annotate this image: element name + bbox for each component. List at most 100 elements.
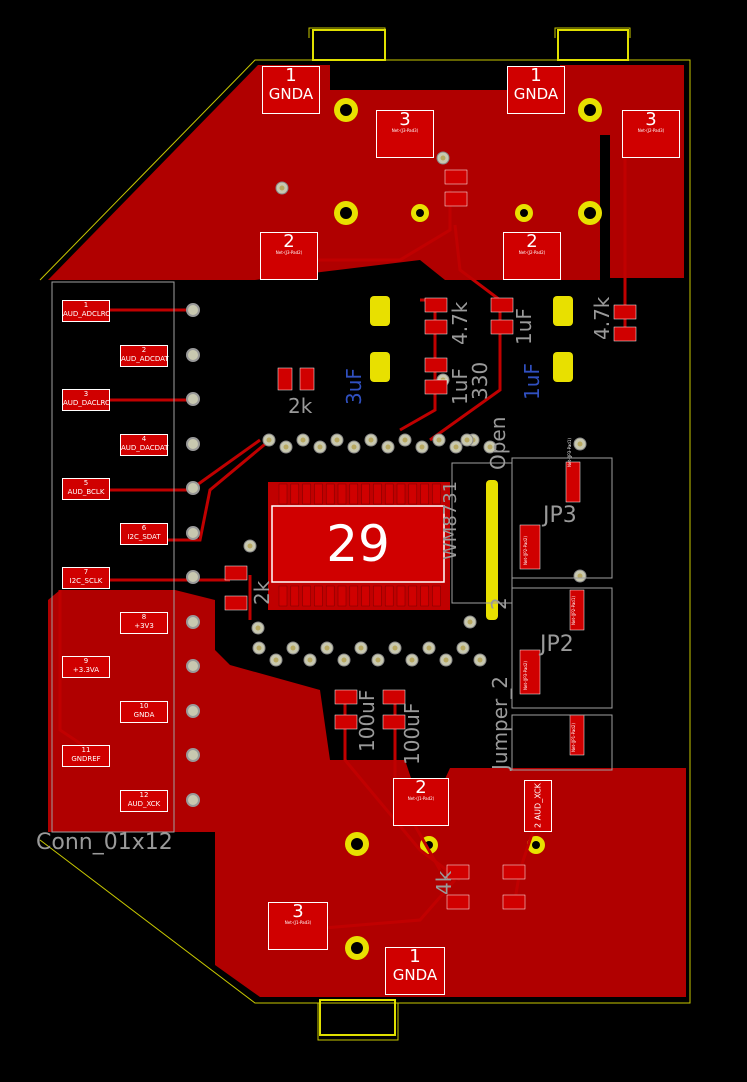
ic-pin-top xyxy=(349,483,359,505)
connector-through-hole xyxy=(186,481,200,495)
via-hole xyxy=(273,657,279,663)
connector-through-hole xyxy=(186,748,200,762)
connector-outline xyxy=(51,281,175,833)
net-jp2-a: Net-(JP2-Pad1) xyxy=(571,596,576,625)
via-hole xyxy=(426,645,432,651)
ic-pin-top xyxy=(408,483,418,505)
silk-r-4k: 4k xyxy=(432,870,456,895)
via-hole xyxy=(256,645,262,651)
ic-pin-top xyxy=(314,483,323,505)
ic-pin-bottom xyxy=(302,585,311,607)
ic-pin-bottom xyxy=(290,585,300,607)
ic-pin-top xyxy=(384,483,394,505)
connector-through-hole xyxy=(186,614,200,629)
ic-pin-bottom xyxy=(349,585,359,607)
connector-ref-label: Conn_01x12 xyxy=(36,830,173,855)
ic-pin-bottom xyxy=(373,585,382,607)
via-hole xyxy=(375,657,381,663)
silk-r-330: 330 xyxy=(468,361,492,400)
via-hole xyxy=(255,625,261,631)
via-hole xyxy=(436,437,442,443)
via-hole xyxy=(317,444,323,450)
via-hole xyxy=(392,645,398,651)
silk-jp2: JP2 xyxy=(540,632,574,657)
via-hole xyxy=(487,444,493,450)
ic-pin-top xyxy=(396,483,406,505)
silk-jp3: JP3 xyxy=(543,503,577,528)
silk-r-2k-top: 2k xyxy=(288,394,313,418)
ic-pin-bottom xyxy=(408,585,418,607)
ic-pin-bottom xyxy=(396,585,406,607)
ic-pin-top xyxy=(420,483,429,505)
via-hole xyxy=(283,444,289,450)
silk-r-4k7-a: 4.7k xyxy=(448,301,472,345)
jack-housings xyxy=(312,29,629,1036)
ic-pin-bottom xyxy=(337,585,347,607)
jumper-outlines xyxy=(451,457,613,771)
via-hole xyxy=(385,444,391,450)
via-hole xyxy=(279,185,285,191)
silk-r-2k-left: 2k xyxy=(250,580,274,605)
connector-through-hole xyxy=(186,703,200,718)
silk-c-1uf-a: 1uF xyxy=(512,308,536,345)
connector-through-hole xyxy=(186,792,200,807)
ic-pin-top xyxy=(278,483,288,505)
ic-pin-bottom xyxy=(361,585,370,607)
silk-c-3uf: 3uF xyxy=(342,368,366,405)
silk-c-100uf-b: 100uF xyxy=(400,702,424,765)
ic-pin-bottom xyxy=(384,585,394,607)
traces xyxy=(58,130,627,932)
silk-c-1uf-c: 1uF xyxy=(520,363,544,400)
ic-pin-bottom xyxy=(420,585,429,607)
via-hole xyxy=(402,437,408,443)
ic-pin-top xyxy=(337,483,347,505)
via-hole xyxy=(467,619,473,625)
silk-jumper-open: Open xyxy=(486,416,510,470)
ic-pin-top xyxy=(325,483,335,505)
via-hole xyxy=(290,645,296,651)
via-hole xyxy=(453,444,459,450)
via-hole xyxy=(341,657,347,663)
connector-through-hole xyxy=(186,347,200,362)
net-r-top: Net-(JP3-Pad2) xyxy=(523,661,528,690)
via-hole xyxy=(477,657,483,663)
via-hole xyxy=(368,437,374,443)
ic-pin-top xyxy=(432,483,441,505)
via-hole xyxy=(334,437,340,443)
silk-jumper-2: 2 xyxy=(487,597,511,610)
via-hole xyxy=(419,444,425,450)
via-hole xyxy=(358,645,364,651)
connector-through-hole xyxy=(186,303,200,317)
ic-pin-bottom xyxy=(314,585,323,607)
via-hole xyxy=(409,657,415,663)
connector-through-hole xyxy=(186,525,200,540)
ic-pin-top xyxy=(302,483,311,505)
connector-through-hole xyxy=(186,659,200,673)
via-hole xyxy=(440,155,446,161)
ic-pin-top xyxy=(290,483,300,505)
net-jp1-a: Net-(JP1-Pad2) xyxy=(571,723,576,752)
via-hole xyxy=(464,437,470,443)
ic-ref-label: WM8731 xyxy=(440,480,461,560)
via-hole xyxy=(247,543,253,549)
ic-pin-top xyxy=(361,483,370,505)
vias xyxy=(243,151,587,667)
silk-jumper-label: Jumper_2 xyxy=(488,675,512,770)
connector-through-hole xyxy=(186,436,200,451)
via-hole xyxy=(307,657,313,663)
net-jp2-b: Net-(JP2-Pad2) xyxy=(523,536,528,565)
via-hole xyxy=(351,444,357,450)
connector-through-hole xyxy=(186,570,200,584)
via-hole xyxy=(460,645,466,651)
capacitor-bodies xyxy=(370,296,573,620)
ic-pin-bottom xyxy=(432,585,441,607)
via-hole xyxy=(577,573,583,579)
via-hole xyxy=(443,657,449,663)
connector-through-hole xyxy=(186,392,200,406)
silk-c-100uf-a: 100uF xyxy=(355,689,379,752)
smd-pads xyxy=(224,169,637,910)
via-hole xyxy=(324,645,330,651)
ic-pin-top xyxy=(373,483,382,505)
silk-r-4k7-b: 4.7k xyxy=(590,296,614,340)
